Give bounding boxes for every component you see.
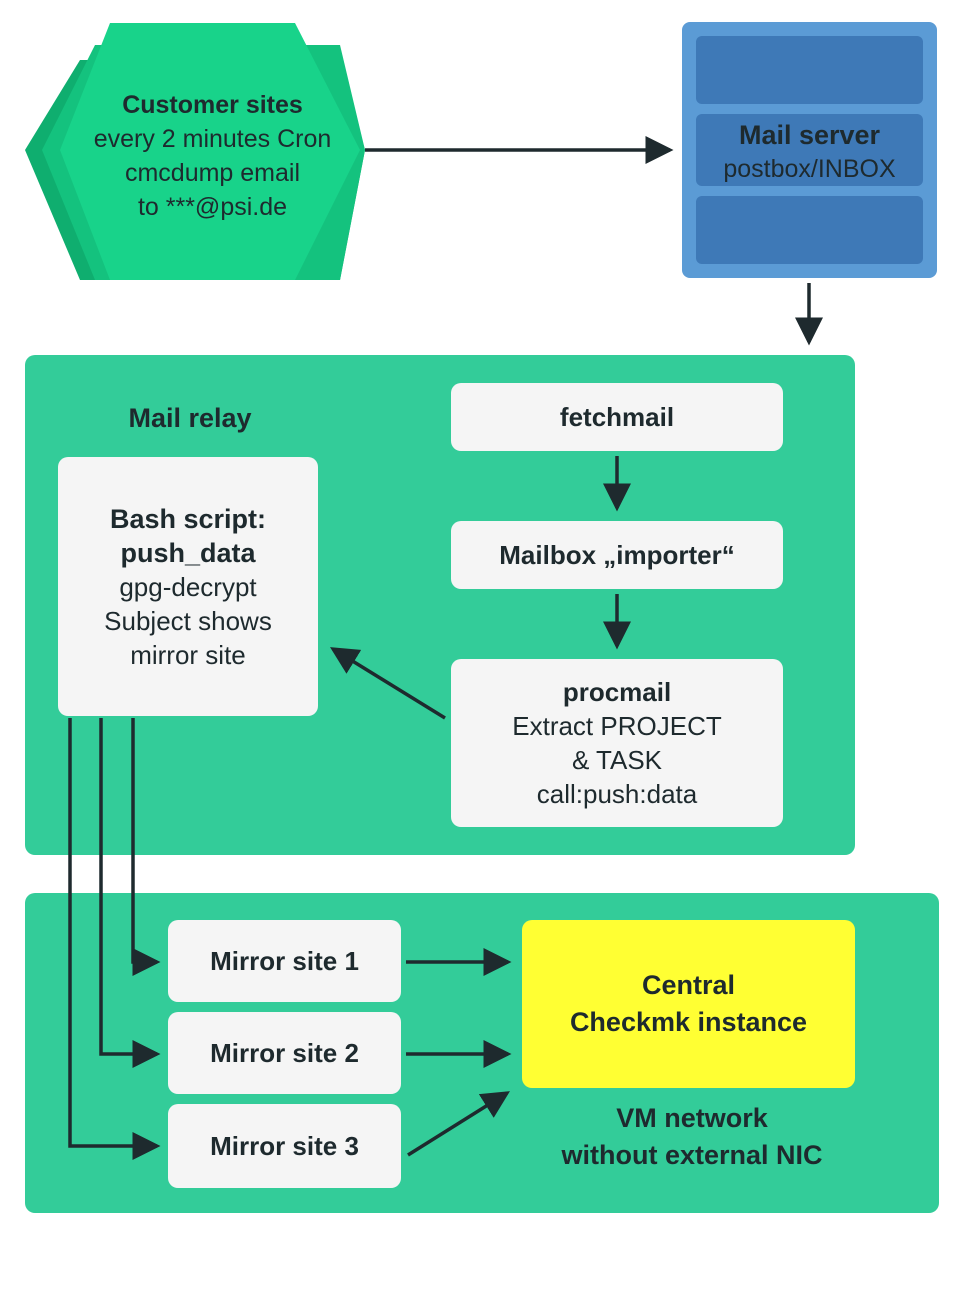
procmail-line1: Extract PROJECT xyxy=(512,711,722,741)
mirror-site-3-label: Mirror site 3 xyxy=(210,1131,359,1161)
arrow-bash-to-mirror-1 xyxy=(131,718,161,976)
customer-sites-title: Customer sites xyxy=(122,91,303,119)
central-checkmk-line1: Central xyxy=(641,970,736,1000)
central-checkmk-line2: Checkmk instance xyxy=(569,1007,808,1037)
hexagon-front xyxy=(60,23,360,280)
procmail-line2: & TASK xyxy=(571,745,663,775)
customer-sites-hexagon xyxy=(25,23,365,280)
mirror-site-1-box: Mirror site 1 xyxy=(168,920,401,1002)
mail-server-title: Mail server xyxy=(738,120,881,150)
procmail-box: procmail Extract PROJECT & TASK call:pus… xyxy=(451,659,783,827)
mail-slot-middle xyxy=(696,114,923,186)
mail-slot-top xyxy=(696,36,923,104)
arrow-bash-to-mirror-2 xyxy=(99,718,161,1068)
bash-script-line3: mirror site xyxy=(130,639,246,670)
vm-network-line2: without external NIC xyxy=(561,1140,823,1170)
arrow-bash-to-mirror-3 xyxy=(68,718,161,1160)
mail-slot-bottom xyxy=(696,196,923,264)
mail-relay-title: Mail relay xyxy=(128,403,252,433)
mail-server-subtitle: postbox/INBOX xyxy=(723,155,896,183)
mirror-site-2-box: Mirror site 2 xyxy=(168,1012,401,1094)
bash-script-line1: gpg-decrypt xyxy=(119,571,257,602)
mailbox-importer-label: Mailbox „importer“ xyxy=(499,540,735,570)
procmail-line3: call:push:data xyxy=(536,779,698,809)
fetchmail-label: fetchmail xyxy=(559,402,675,432)
central-checkmk-box: Central Checkmk instance xyxy=(522,920,855,1088)
arrow-procmail-to-bash xyxy=(330,647,446,720)
mailbox-importer-box: Mailbox „importer“ xyxy=(451,521,783,589)
procmail-title: procmail xyxy=(562,677,672,707)
mirror-site-1-label: Mirror site 1 xyxy=(210,946,359,976)
vm-network-label: VM network without external NIC xyxy=(522,1100,862,1174)
bash-script-title2: push_data xyxy=(120,537,256,568)
customer-sites-label: Customer sites every 2 minutes Cron cmcd… xyxy=(70,88,355,224)
mail-server-label: Mail server postbox/INBOX xyxy=(696,118,923,186)
vm-network-line1: VM network xyxy=(616,1103,768,1133)
fetchmail-box: fetchmail xyxy=(451,383,783,451)
customer-sites-line1: every 2 minutes Cron xyxy=(93,125,332,153)
bash-script-line2: Subject shows xyxy=(104,605,272,636)
mirror-site-2-label: Mirror site 2 xyxy=(210,1038,359,1068)
bash-script-box: Bash script: push_data gpg-decrypt Subje… xyxy=(58,457,318,716)
customer-sites-line3: to ***@psi.de xyxy=(137,193,288,221)
bash-script-title1: Bash script: xyxy=(109,503,267,534)
arrow-mirror-3-to-checkmk xyxy=(407,1091,510,1157)
mirror-site-3-box: Mirror site 3 xyxy=(168,1104,401,1188)
mail-server xyxy=(682,22,937,278)
customer-sites-line2: cmcdump email xyxy=(124,159,301,187)
